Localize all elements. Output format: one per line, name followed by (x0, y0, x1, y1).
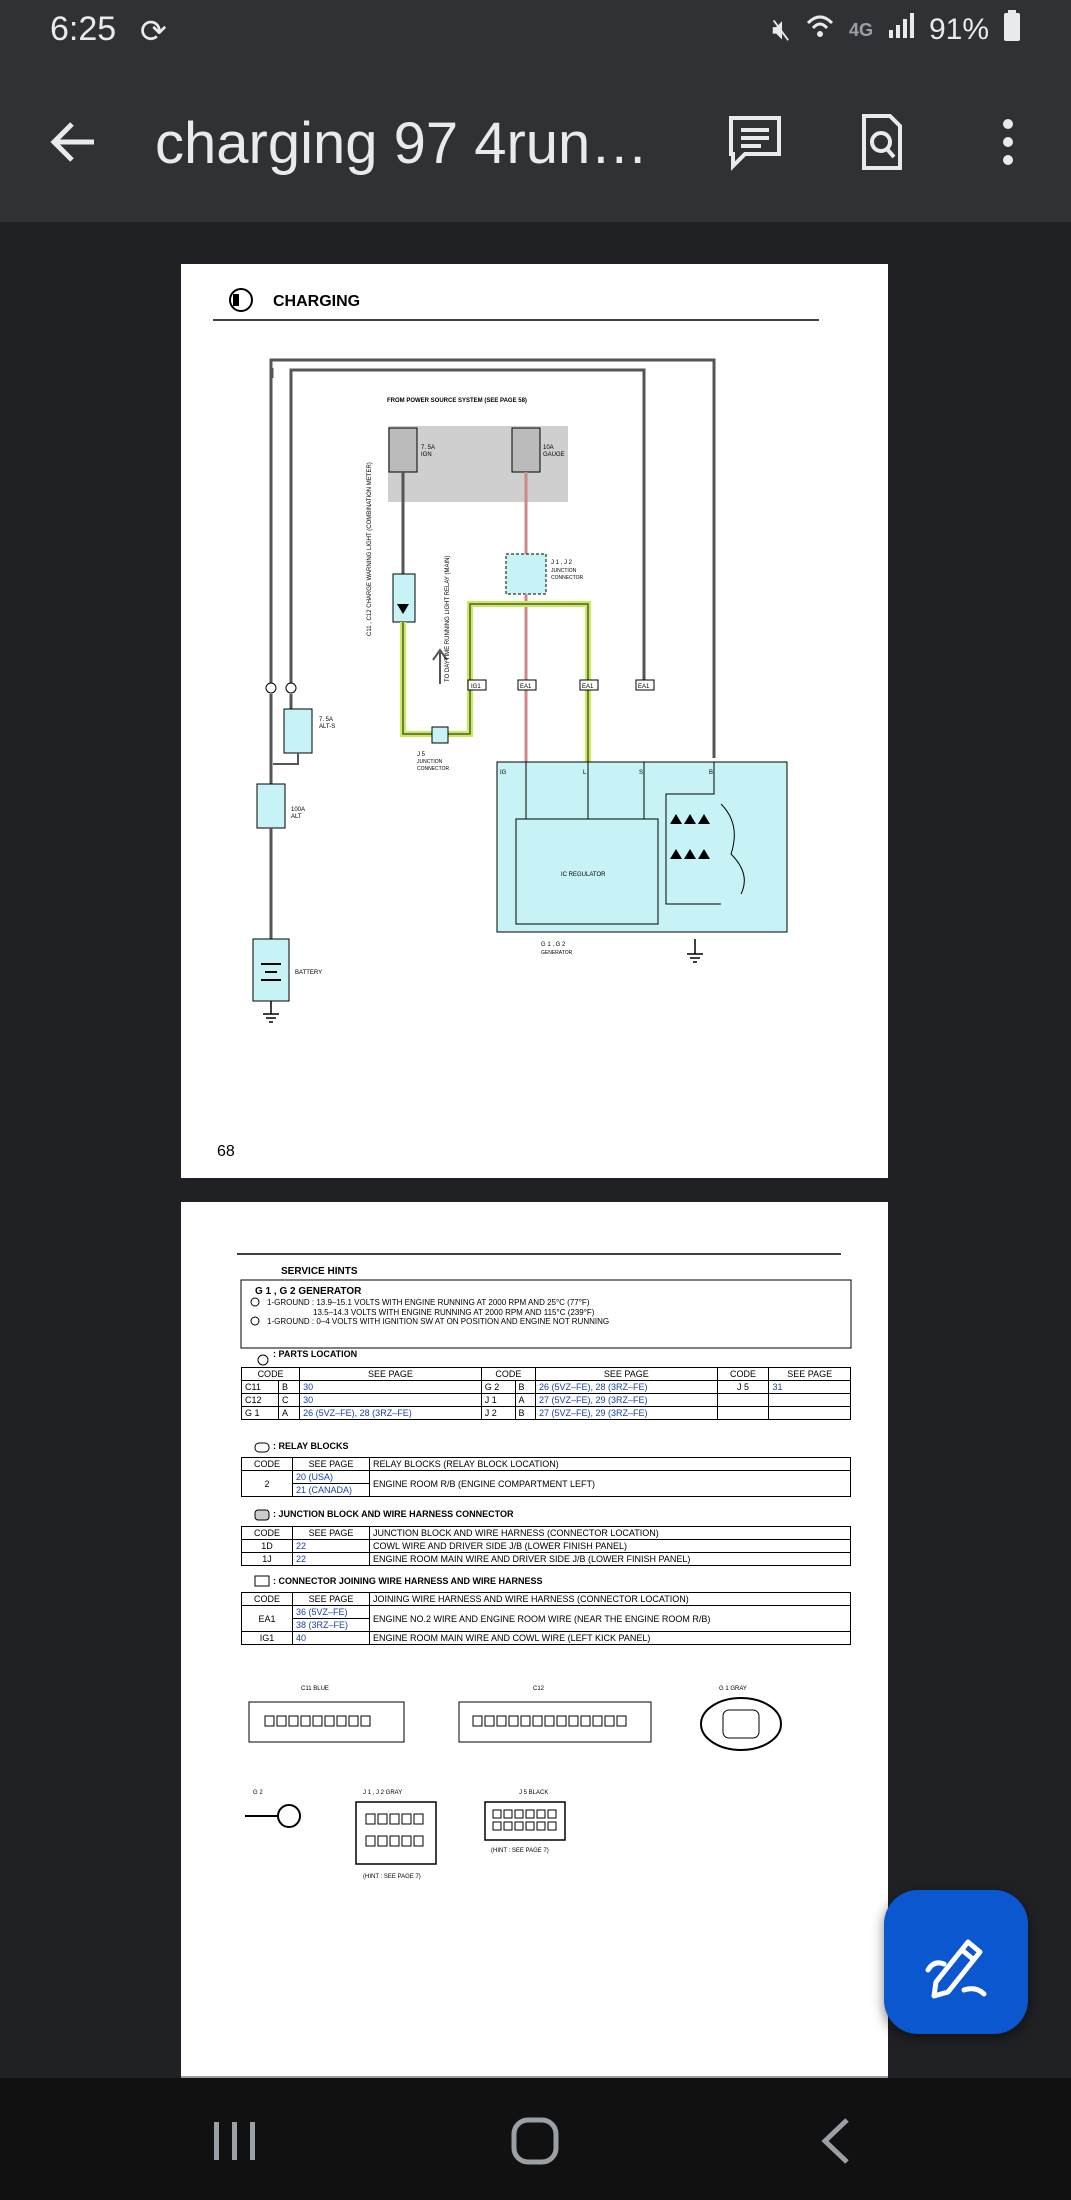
svg-text:13.5–14.3 VOLTS WITH ENGINE RU: 13.5–14.3 VOLTS WITH ENGINE RUNNING AT 2… (313, 1308, 595, 1317)
svg-text:: RELAY BLOCKS: : RELAY BLOCKS (273, 1441, 349, 1451)
svg-text:GAUGE: GAUGE (543, 452, 565, 458)
home-icon[interactable] (510, 2116, 560, 2171)
app-bar: charging 97 4run… (0, 62, 1071, 222)
wiring-diagram: CHARGING FROM POWER SOURCE SYSTEM (SEE P… (213, 288, 819, 1160)
svg-text:J 5: J 5 (417, 752, 426, 758)
status-icons: 🔇︎ 4G 91% (772, 10, 1021, 50)
svg-text:JUNCTION: JUNCTION (417, 759, 443, 765)
svg-text:C11 , C12 CHARGE WARNING LIGHT: C11 , C12 CHARGE WARNING LIGHT (COMBINAT… (367, 462, 373, 636)
svg-text:J 1 , J 2 GRAY: J 1 , J 2 GRAY (363, 1790, 402, 1796)
svg-text:J 1 , J 2: J 1 , J 2 (551, 560, 573, 566)
svg-text:G 1 , G 2: G 1 , G 2 (541, 942, 566, 948)
svg-text:B: B (709, 770, 713, 776)
svg-text:G 1 GRAY: G 1 GRAY (719, 1686, 747, 1692)
svg-text:S: S (639, 770, 643, 776)
svg-text:(HINT : SEE PAGE 7): (HINT : SEE PAGE 7) (491, 1848, 549, 1854)
wifi-icon (805, 11, 835, 49)
svg-text:100A: 100A (291, 807, 305, 813)
table-row: IG1 40 ENGINE ROOM MAIN WIRE AND COWL WI… (241, 1631, 851, 1645)
svg-text:7. 5A: 7. 5A (319, 717, 333, 723)
svg-text:L: L (583, 770, 587, 776)
table-row: EA1 36 (5VZ–FE) ENGINE NO.2 WIRE AND ENG… (241, 1605, 851, 1632)
svg-text:(HINT : SEE PAGE 7): (HINT : SEE PAGE 7) (363, 1874, 421, 1880)
svg-text:BATTERY: BATTERY (295, 970, 322, 976)
svg-text:EA1: EA1 (638, 684, 650, 690)
svg-text:GENERATOR: GENERATOR (541, 950, 573, 956)
junction-block-table: CODE SEE PAGE JUNCTION BLOCK AND WIRE HA… (241, 1526, 851, 1566)
svg-text:G 2: G 2 (253, 1790, 263, 1796)
table-row: 2 20 (USA) ENGINE ROOM R/B (ENGINE COMPA… (241, 1470, 851, 1497)
more-options-icon[interactable] (978, 112, 1038, 172)
annotate-button[interactable] (884, 1890, 1028, 2034)
svg-text:: JUNCTION BLOCK AND WIRE HARN: : JUNCTION BLOCK AND WIRE HARNESS CONNEC… (273, 1509, 514, 1519)
svg-text:ALT: ALT (291, 814, 302, 820)
svg-text:ALT-S: ALT-S (319, 724, 335, 730)
sync-icon: ⟳ (140, 13, 167, 49)
recent-apps-icon[interactable] (210, 2118, 260, 2169)
signal-icon (887, 12, 915, 48)
back-nav-icon[interactable] (815, 2116, 855, 2171)
svg-text:10A: 10A (543, 445, 554, 451)
svg-text:1-GROUND : 0–4 VOLTS WITH IGNI: 1-GROUND : 0–4 VOLTS WITH IGNITION SW AT… (267, 1317, 609, 1326)
svg-text:JUNCTION: JUNCTION (551, 568, 577, 574)
svg-text:CONNECTOR: CONNECTOR (551, 575, 584, 581)
page-heading: CHARGING (273, 293, 360, 310)
pen-edit-icon (925, 1939, 987, 1999)
svg-text:C11 BLUE: C11 BLUE (301, 1686, 329, 1692)
svg-text:C12: C12 (533, 1686, 545, 1692)
network-type: 4G (848, 19, 873, 40)
svg-text:: CONNECTOR JOINING WIRE HARNE: : CONNECTOR JOINING WIRE HARNESS AND WIR… (273, 1576, 543, 1586)
svg-text:IC REGULATOR: IC REGULATOR (561, 872, 606, 878)
svg-text:EA1: EA1 (582, 684, 594, 690)
relay-blocks-table: CODE SEE PAGE RELAY BLOCKS (RELAY BLOCK … (241, 1457, 851, 1497)
svg-text:FROM POWER SOURCE SYSTEM (SEE: FROM POWER SOURCE SYSTEM (SEE PAGE 58) (387, 398, 527, 404)
svg-text:G 1 , G 2 GENERATOR: G 1 , G 2 GENERATOR (255, 1286, 362, 1297)
document-title: charging 97 4run… (155, 111, 649, 176)
svg-text:IGN: IGN (421, 452, 432, 458)
charging-icon (229, 288, 253, 312)
status-bar: 6:25 ⟳ 🔇︎ 4G 91% (0, 0, 1071, 62)
parts-location-table: CODE SEE PAGE CODE SEE PAGE CODE SEE PAG… (240, 1367, 851, 1420)
svg-text:J 5 BLACK: J 5 BLACK (519, 1790, 548, 1796)
comments-icon[interactable] (725, 112, 785, 172)
svg-text:TO DAYTIME RUNNING LIGHT RELAY: TO DAYTIME RUNNING LIGHT RELAY (MAIN) (445, 556, 451, 682)
pdf-viewer[interactable]: CHARGING FROM POWER SOURCE SYSTEM (SEE P… (0, 222, 1071, 2078)
svg-text:7. 5A: 7. 5A (421, 445, 435, 451)
page-number: 68 (217, 1143, 235, 1160)
battery-percent: 91% (928, 13, 989, 46)
battery-icon (1003, 10, 1021, 50)
pdf-page-68: CHARGING FROM POWER SOURCE SYSTEM (SEE P… (181, 264, 888, 1178)
svg-text:IG1: IG1 (471, 684, 481, 690)
svg-text:: PARTS LOCATION: : PARTS LOCATION (273, 1349, 357, 1359)
connector-joining-table: CODE SEE PAGE JOINING WIRE HARNESS AND W… (241, 1592, 851, 1645)
mute-icon: 🔇︎ (772, 13, 791, 46)
pdf-page-69: SERVICE HINTS G 1 , G 2 GENERATOR 1-GROU… (181, 1202, 888, 2078)
status-time: 6:25 (50, 10, 117, 48)
svg-text:1-GROUND : 13.9–15.1 VOLTS WIT: 1-GROUND : 13.9–15.1 VOLTS WITH ENGINE R… (267, 1298, 590, 1307)
svg-text:EA1: EA1 (520, 684, 532, 690)
search-document-icon[interactable] (852, 112, 912, 172)
svg-text:IG: IG (500, 770, 507, 776)
back-arrow-icon[interactable] (44, 112, 104, 172)
svg-text:SERVICE HINTS: SERVICE HINTS (281, 1266, 358, 1277)
svg-text:CONNECTOR: CONNECTOR (417, 766, 450, 772)
system-nav-bar (0, 2078, 1071, 2200)
